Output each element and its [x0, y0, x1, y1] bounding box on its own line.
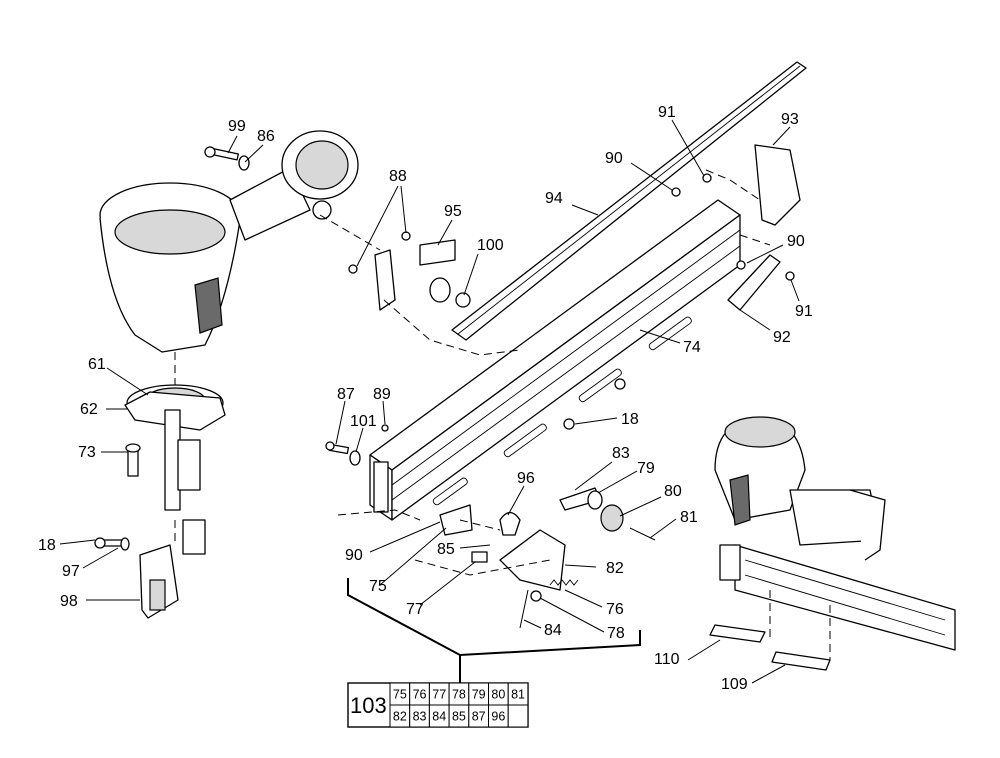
- latch-92: [727, 254, 781, 311]
- washer-101: [349, 450, 361, 466]
- callout-73: 73: [78, 444, 96, 461]
- callout-95: 95: [444, 203, 462, 220]
- callout-91: 91: [658, 104, 676, 121]
- callout-96: 96: [517, 470, 535, 487]
- kit-cells: 75 76 77 78 79 80 81 82 83 84 85 87 96: [389, 682, 529, 728]
- kit-part-number: 84: [432, 710, 446, 724]
- leader-lines: [59, 119, 800, 684]
- assembled-nailer: [714, 416, 956, 651]
- callout-74: 74: [683, 339, 701, 356]
- pin-77: [471, 551, 488, 563]
- kit-bracket: [347, 578, 641, 683]
- end-cap-93: [754, 144, 801, 226]
- cylinder-housing: [99, 130, 359, 353]
- callout-78: 78: [607, 625, 625, 642]
- pusher-75: [439, 504, 473, 536]
- kit-table: 103 75 76 77 78 79 80 81 82 83 84 85 87 96: [347, 682, 529, 728]
- callout-92: 92: [773, 329, 791, 346]
- callout-83: 83: [612, 445, 630, 462]
- screw-97: [94, 537, 130, 551]
- callout-61: 61: [88, 356, 106, 373]
- callout-109: 109: [721, 676, 748, 693]
- kit-part-number: 82: [393, 710, 407, 724]
- callout-86: 86: [257, 128, 275, 145]
- kit-number: 103: [350, 693, 387, 718]
- callout-94: 94: [545, 190, 563, 207]
- callout-89: 89: [373, 386, 391, 403]
- magazine-body: [369, 199, 741, 521]
- washer-86: [238, 155, 250, 171]
- magazine-guide-rail: [451, 61, 807, 341]
- ring-79: [587, 490, 603, 510]
- callout-labels: 99 86 88 95 100 94 90 91 93 90 91 92 74 …: [38, 104, 813, 693]
- roller-80: [600, 504, 624, 532]
- callout-110: 110: [654, 651, 680, 668]
- pin-84: [519, 589, 529, 629]
- callout-98: 98: [60, 593, 78, 610]
- callout-100: 100: [477, 237, 504, 254]
- callout-77: 77: [406, 601, 424, 618]
- callout-82: 82: [606, 560, 624, 577]
- spring-96: [499, 511, 521, 536]
- assembly-dashed-lines: [174, 169, 831, 660]
- small-bracket: [182, 519, 206, 555]
- kit-part-number: 78: [452, 688, 466, 702]
- callout-91: 91: [795, 303, 813, 320]
- callout-90: 90: [345, 547, 363, 564]
- callout-81: 81: [680, 509, 698, 526]
- callout-79: 79: [637, 460, 655, 477]
- kit-part-number: 80: [491, 688, 505, 702]
- kit-part-number: 77: [432, 688, 446, 702]
- callout-62: 62: [80, 401, 98, 418]
- kit-part-number: 87: [472, 710, 486, 724]
- callout-84: 84: [544, 622, 562, 639]
- pin-89: [381, 424, 389, 432]
- callout-93: 93: [781, 111, 799, 128]
- callout-87: 87: [337, 386, 355, 403]
- nail-strip-110: [709, 624, 766, 643]
- bolt-73: [125, 443, 141, 477]
- kit-part-number: 85: [452, 710, 466, 724]
- kit-part-number: 96: [491, 710, 505, 724]
- callout-90: 90: [605, 150, 623, 167]
- kit-part-number: 76: [413, 688, 427, 702]
- screws-right: [671, 173, 795, 281]
- spring-76: [549, 579, 579, 586]
- callout-97: 97: [62, 563, 80, 580]
- screw-99: [204, 146, 239, 161]
- screw-87: [325, 441, 350, 455]
- callout-80: 80: [664, 483, 682, 500]
- callout-99: 99: [228, 118, 246, 135]
- callout-85: 85: [437, 541, 455, 558]
- nose-bracket-98: [139, 544, 179, 619]
- callout-101: 101: [350, 413, 377, 430]
- feeder-body-82: [499, 529, 566, 591]
- callout-75: 75: [369, 578, 387, 595]
- nail-strip-109: [771, 651, 831, 671]
- screw-78: [530, 590, 542, 602]
- kit-part-number: 75: [393, 688, 407, 702]
- callout-88: 88: [389, 168, 407, 185]
- axle-81: [629, 527, 656, 541]
- kit-part-number: 81: [511, 688, 525, 702]
- callout-18: 18: [38, 537, 56, 554]
- kit-cell: [507, 704, 529, 728]
- callout-90: 90: [787, 233, 805, 250]
- callout-76: 76: [606, 601, 624, 618]
- screws-18: [563, 378, 626, 430]
- kit-part-number: 79: [472, 688, 486, 702]
- callout-18: 18: [621, 411, 639, 428]
- piston-cap-assembly: [124, 384, 226, 511]
- kit-part-number: 83: [413, 710, 427, 724]
- bushing-100: [429, 277, 471, 308]
